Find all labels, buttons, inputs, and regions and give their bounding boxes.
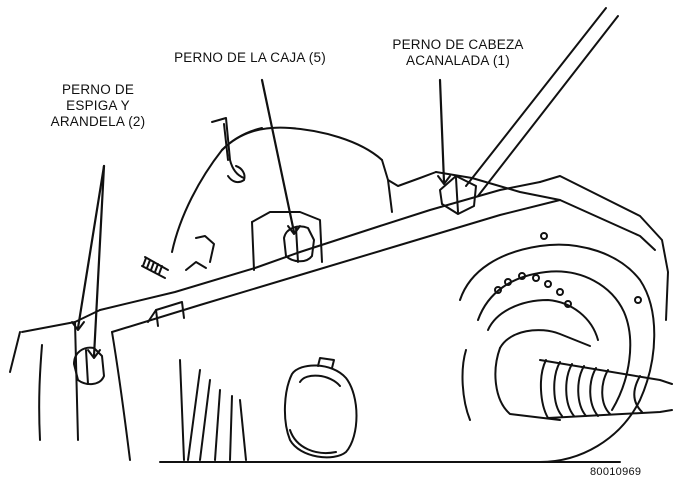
- callout-line: PERNO DE: [61, 82, 135, 97]
- leader-splined: [438, 78, 446, 184]
- leader-dowel-right: [92, 164, 106, 358]
- side-port: [283, 357, 358, 459]
- front-flange: [459, 232, 656, 463]
- figure-number: 80010969: [590, 466, 642, 478]
- main-case-body: [9, 159, 669, 463]
- callout-splined-head-bolt: PERNO DE CABEZA ACANALADA (1): [368, 37, 548, 69]
- leader-case: [260, 78, 296, 234]
- callout-dowel-bolt-washer: PERNO DE ESPIGA Y ARANDELA (2): [38, 82, 158, 130]
- callout-line: ARANDELA (2): [50, 114, 146, 129]
- leader-dowel-left: [76, 164, 106, 330]
- callout-line: PERNO DE CABEZA: [392, 37, 524, 52]
- rear-housing: [171, 126, 383, 271]
- stud: [141, 256, 169, 279]
- callout-line: ACANALADA (1): [406, 53, 510, 68]
- callout-line: ESPIGA Y: [66, 98, 130, 113]
- splined-bolt-icon: [439, 175, 477, 215]
- dowel-bolt-icon: [73, 346, 105, 386]
- breather-tube: [211, 117, 246, 184]
- callout-case-bolt: PERNO DE LA CAJA (5): [150, 50, 350, 66]
- callout-line: PERNO DE LA CAJA (5): [174, 50, 326, 65]
- leader-lines: [71, 78, 451, 359]
- output-shaft: [494, 329, 673, 421]
- tool-handle: [465, 7, 619, 197]
- case-bolt-icon: [283, 225, 315, 263]
